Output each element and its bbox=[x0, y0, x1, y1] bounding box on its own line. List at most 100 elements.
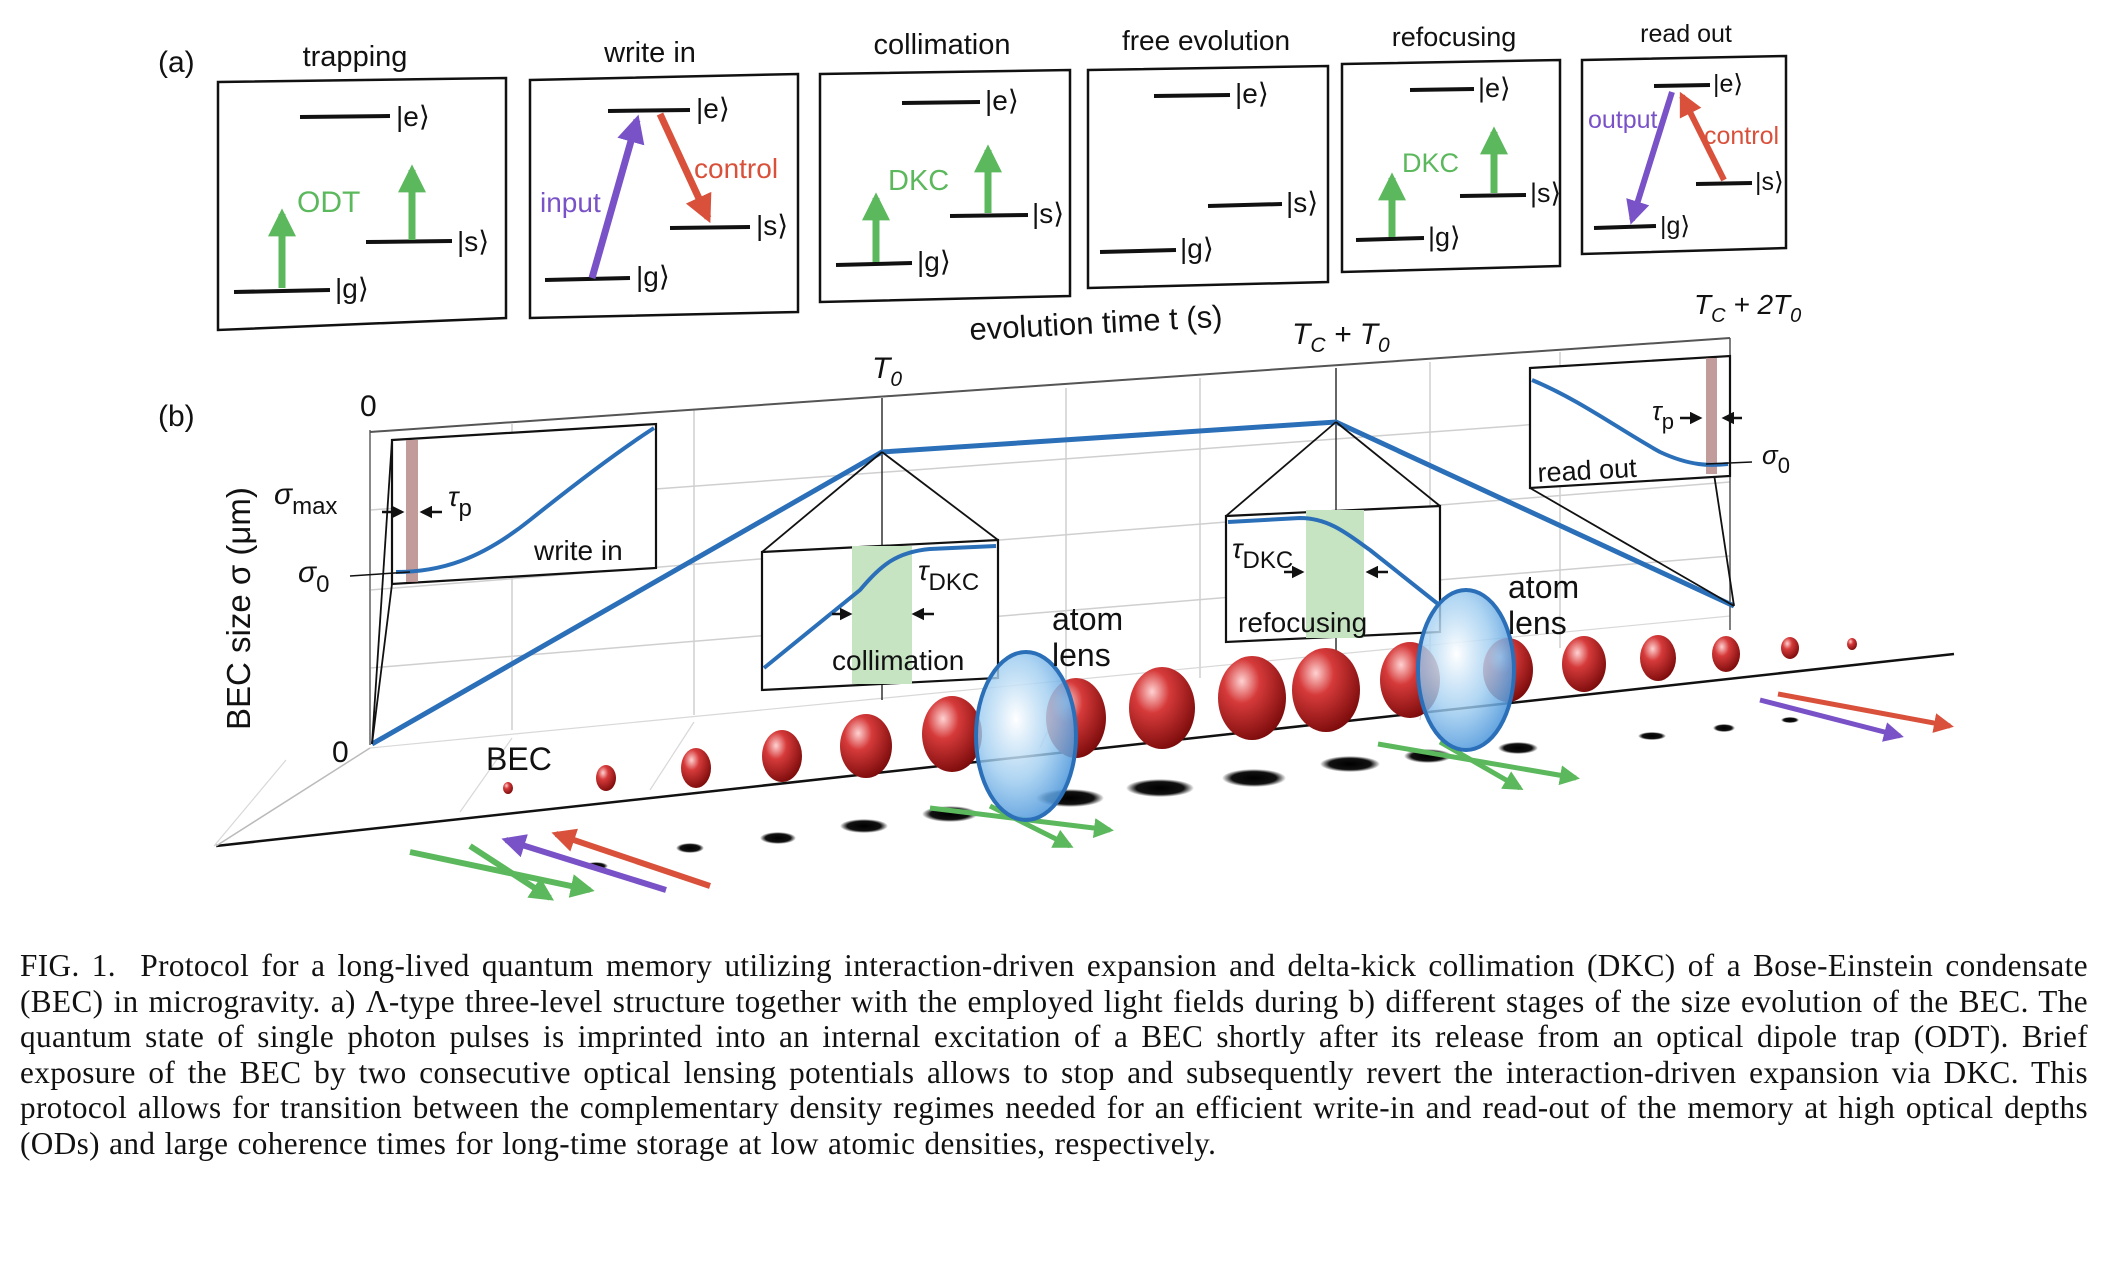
stage-frame bbox=[1580, 54, 1788, 256]
level-e-label: |e⟩ bbox=[985, 85, 1019, 116]
level-g-label: |g⟩ bbox=[917, 246, 951, 277]
red-beam bbox=[1777, 691, 1954, 733]
inset-connector bbox=[1713, 473, 1735, 607]
bec-cloud bbox=[1129, 667, 1195, 749]
dkc-label: DKC bbox=[1402, 148, 1459, 178]
red-beam bbox=[551, 828, 711, 889]
floor-left-edge bbox=[215, 747, 371, 847]
time-axis-label: evolution time t (s) bbox=[969, 299, 1224, 347]
bec-cloud bbox=[1292, 648, 1360, 732]
bec-cloud bbox=[922, 696, 982, 772]
inset-connector bbox=[371, 439, 393, 745]
floor-beams-right bbox=[1759, 691, 1954, 742]
stage-title: read out bbox=[1640, 20, 1732, 48]
level-e bbox=[1653, 83, 1711, 88]
output-arrow bbox=[1626, 91, 1675, 225]
shadow bbox=[1713, 724, 1735, 732]
figure-1: (a) trapping |e⟩ |s⟩ |g⟩ ODT write in |e… bbox=[158, 20, 1955, 901]
time-axis bbox=[369, 337, 1731, 433]
bec-cloud bbox=[1712, 636, 1740, 672]
level-s-label: |s⟩ bbox=[1755, 168, 1784, 196]
inset-write-in: write in σmax σ0 τp bbox=[274, 422, 658, 745]
bec-cloud bbox=[1562, 636, 1606, 692]
inset-connector bbox=[371, 583, 393, 745]
sigma0-line bbox=[349, 571, 411, 577]
shadow bbox=[1320, 756, 1380, 772]
panel-b-label: (b) bbox=[158, 400, 195, 433]
atom-lens-2 bbox=[1416, 588, 1516, 752]
shadow bbox=[676, 843, 704, 853]
level-g-label: |g⟩ bbox=[1428, 222, 1461, 252]
dkc-window bbox=[1306, 510, 1364, 638]
level-g-label: |g⟩ bbox=[335, 273, 369, 304]
shadow bbox=[1126, 779, 1194, 797]
lens-shape bbox=[1416, 588, 1516, 752]
shadow bbox=[840, 819, 888, 833]
stage-trapping: trapping |e⟩ |s⟩ |g⟩ ODT bbox=[216, 41, 508, 332]
shadow bbox=[1638, 732, 1666, 740]
level-s-label: |s⟩ bbox=[1530, 178, 1561, 208]
figure-caption: FIG. 1. Protocol for a long-lived quantu… bbox=[20, 948, 2088, 1162]
inset-connector bbox=[1225, 421, 1337, 517]
stage-title: refocusing bbox=[1392, 22, 1517, 52]
level-e-label: |e⟩ bbox=[396, 101, 430, 132]
level-s-label: |s⟩ bbox=[1032, 198, 1064, 229]
bec-cloud bbox=[681, 748, 711, 788]
level-e-label: |e⟩ bbox=[1478, 73, 1511, 103]
input-arrow bbox=[588, 114, 645, 279]
level-s-label: |s⟩ bbox=[457, 226, 489, 257]
stage-frame bbox=[1340, 58, 1562, 274]
level-g bbox=[1099, 248, 1177, 254]
floor-beams-lens2 bbox=[1377, 739, 1580, 791]
level-g-label: |g⟩ bbox=[1180, 233, 1214, 264]
inset-read-out: read out τp σ0 bbox=[1528, 354, 1790, 607]
level-s-label: |s⟩ bbox=[756, 210, 788, 241]
tau-label: τDKC bbox=[918, 555, 979, 596]
bec-cloud bbox=[840, 714, 892, 778]
stage-refocusing: refocusing |e⟩ |s⟩ |g⟩ DKC bbox=[1340, 22, 1562, 274]
caption-text: Protocol for a long-lived quantum memory… bbox=[20, 948, 2088, 1161]
tau-label: τp bbox=[1652, 396, 1674, 434]
shadow bbox=[760, 832, 796, 844]
input-label: input bbox=[540, 187, 601, 218]
inset-connector bbox=[1335, 421, 1441, 507]
level-g-label: |g⟩ bbox=[1660, 212, 1690, 240]
dkc-label: DKC bbox=[888, 165, 949, 197]
pulse-window bbox=[406, 440, 418, 582]
bec-shadows bbox=[584, 717, 1799, 870]
inset-curve bbox=[762, 544, 997, 670]
inset-connector bbox=[1529, 487, 1735, 607]
panel-a-label: (a) bbox=[158, 46, 195, 79]
level-s bbox=[949, 213, 1029, 218]
level-s bbox=[1207, 202, 1283, 208]
control-arrow bbox=[1679, 91, 1727, 182]
output-label: output bbox=[1588, 106, 1658, 134]
stage-frame bbox=[818, 68, 1072, 304]
level-s bbox=[365, 239, 453, 244]
sigma0-line bbox=[1705, 461, 1753, 465]
inset-label: refocusing bbox=[1238, 607, 1367, 638]
sigma0-label: σ0 bbox=[298, 556, 329, 598]
inset-connector bbox=[881, 451, 999, 541]
inset-curve bbox=[1531, 378, 1729, 467]
level-g bbox=[1355, 236, 1425, 242]
purple-beam bbox=[1759, 697, 1904, 742]
inset-label: write in bbox=[533, 535, 623, 566]
odt-label: ODT bbox=[297, 186, 360, 219]
stage-free-evolution: free evolution |e⟩ |s⟩ |g⟩ bbox=[1086, 25, 1330, 290]
control-label: control bbox=[1704, 122, 1779, 150]
level-g bbox=[233, 288, 331, 294]
control-label: control bbox=[694, 153, 778, 184]
level-e bbox=[299, 114, 391, 119]
inset-collimation: τDKC collimation bbox=[760, 451, 1000, 692]
bec-cloud bbox=[1640, 635, 1676, 681]
bec-cloud bbox=[762, 730, 802, 782]
level-e bbox=[1409, 87, 1475, 92]
sigma-max-label: σmax bbox=[274, 478, 337, 520]
green-beam bbox=[409, 849, 595, 898]
level-s bbox=[669, 225, 751, 230]
stage-frame bbox=[528, 72, 800, 320]
purple-beam bbox=[501, 834, 667, 893]
